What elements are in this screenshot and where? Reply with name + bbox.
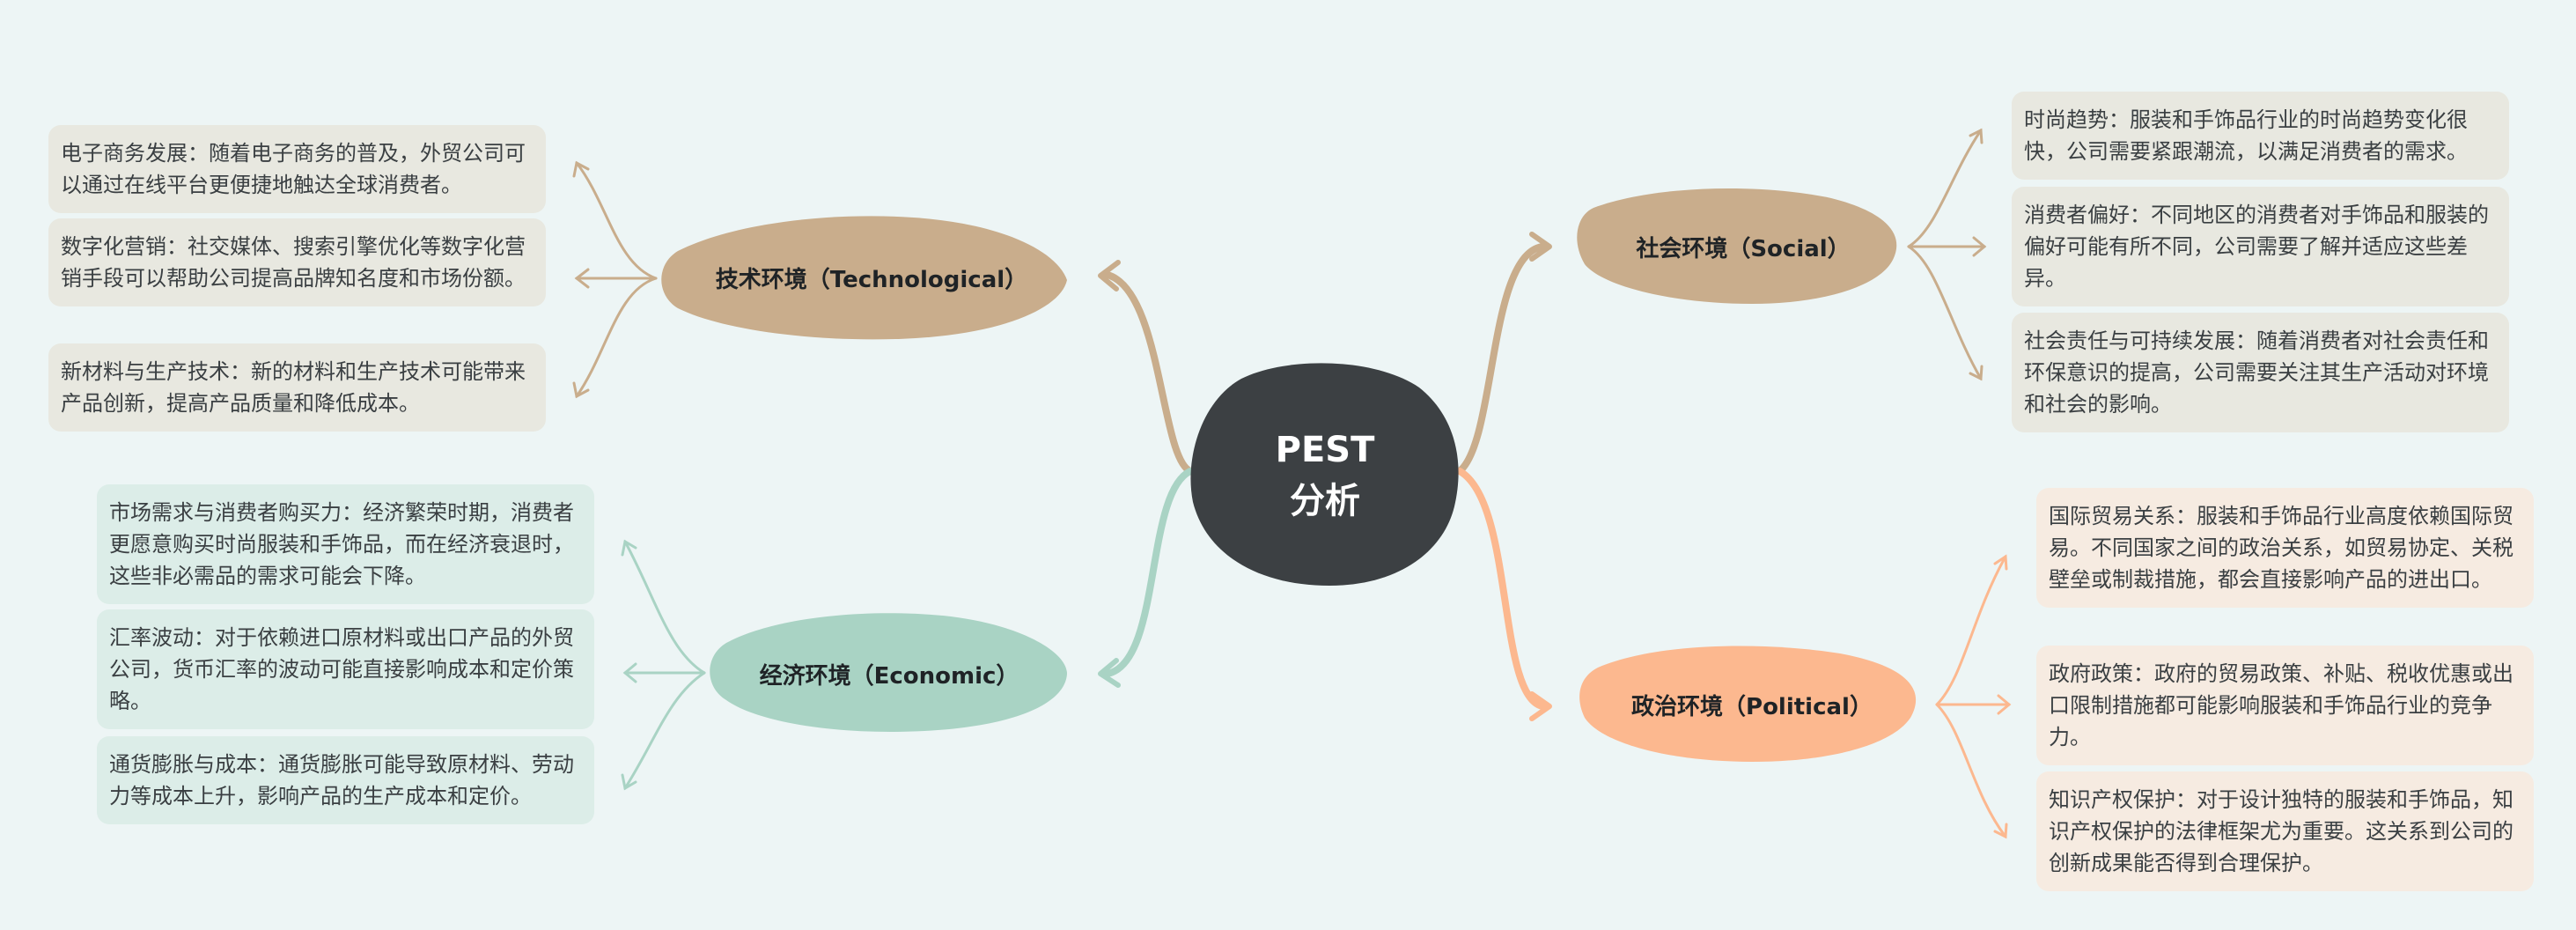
arrowhead-economic	[1098, 658, 1121, 688]
center-node-shape	[1190, 363, 1459, 586]
technological-item-1[interactable]: 电子商务发展：随着电子商务的普及，外贸公司可以通过在线平台更便捷地触达全球消费者…	[48, 125, 546, 213]
fan-economic	[621, 539, 706, 791]
technological-item-2[interactable]: 数字化营销：社交媒体、搜索引擎优化等数字化营销手段可以帮助公司提高品牌知名度和市…	[48, 218, 546, 306]
economic-node[interactable]: 经济环境（Economic）	[759, 662, 1019, 690]
social-item-1[interactable]: 时尚趋势：服装和手饰品行业的时尚趋势变化很快，公司需要紧跟潮流，以满足消费者的需…	[2012, 92, 2509, 180]
technological-node-shape	[661, 216, 1067, 340]
technological-item-3[interactable]: 新材料与生产技术：新的材料和生产技术可能带来产品创新，提高产品质量和降低成本。	[48, 343, 546, 432]
political-item-2[interactable]: 政府政策：政府的贸易政策、补贴、税收优惠或出口限制措施都可能影响服装和手饰品行业…	[2036, 646, 2534, 765]
political-node-shape	[1579, 646, 1917, 762]
center-title-line2: 分析	[1290, 481, 1360, 521]
economic-item-3[interactable]: 通货膨胀与成本：通货膨胀可能导致原材料、劳动力等成本上升，影响产品的生产成本和定…	[97, 736, 594, 824]
political-item-3[interactable]: 知识产权保护：对于设计独特的服装和手饰品，知识产权保护的法律框架尤为重要。这关系…	[2036, 771, 2534, 891]
connector-social	[1456, 243, 1546, 475]
social-item-3[interactable]: 社会责任与可持续发展：随着消费者对社会责任和环保意识的提高，公司需要关注其生产活…	[2012, 313, 2509, 432]
social-node[interactable]: 社会环境（Social）	[1636, 235, 1851, 262]
center-title-line1: PEST	[1275, 430, 1375, 470]
connector-political	[1456, 468, 1546, 710]
technological-node[interactable]: 技术环境（Technological）	[715, 266, 1028, 293]
fan-political	[1935, 554, 2012, 839]
social-node-shape	[1577, 188, 1897, 304]
political-item-1[interactable]: 国际贸易关系：服装和手饰品行业高度依赖国际贸易。不同国家之间的政治关系，如贸易协…	[2036, 488, 2534, 608]
social-item-2[interactable]: 消费者偏好：不同地区的消费者对手饰品和服装的偏好可能有所不同，公司需要了解并适应…	[2012, 187, 2509, 306]
arrowhead-social	[1529, 232, 1552, 262]
economic-item-2[interactable]: 汇率波动：对于依赖进口原材料或出口产品的外贸公司，货币汇率的波动可能直接影响成本…	[97, 609, 594, 729]
connector-technological	[1104, 271, 1194, 475]
economic-node-shape	[710, 613, 1067, 732]
arrowhead-technological	[1098, 260, 1121, 292]
economic-item-1[interactable]: 市场需求与消费者购买力：经济繁荣时期，消费者更愿意购买时尚服装和手饰品，而在经济…	[97, 484, 594, 604]
arrowhead-political	[1529, 691, 1552, 721]
connector-economic	[1104, 468, 1194, 677]
center-node[interactable]: PEST 分析	[1193, 361, 1457, 590]
fan-social	[1907, 128, 1987, 381]
fan-technological	[572, 160, 658, 399]
political-node[interactable]: 政治环境（Political）	[1631, 693, 1873, 720]
